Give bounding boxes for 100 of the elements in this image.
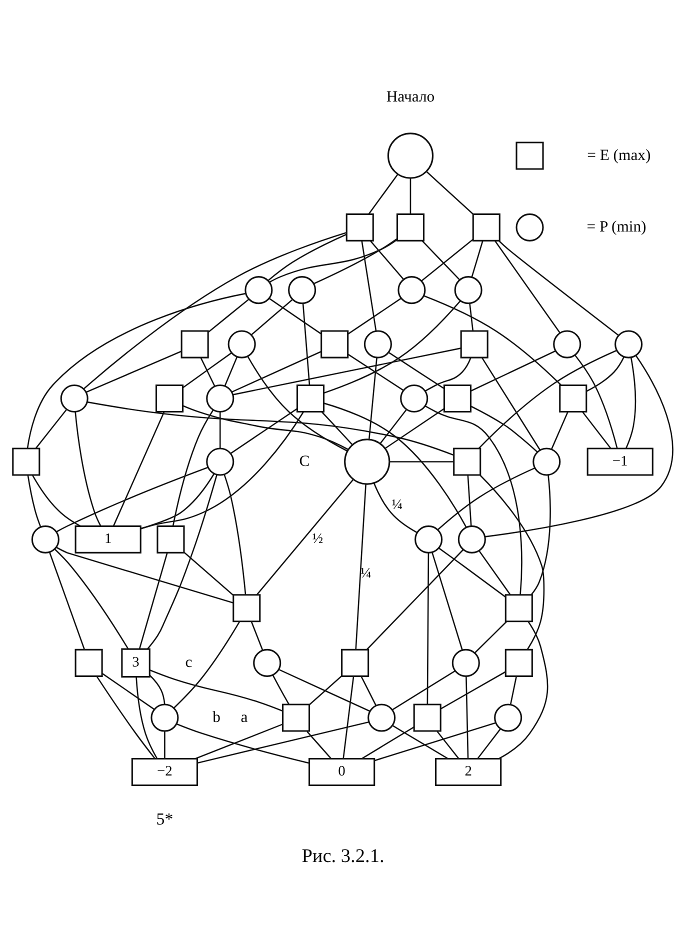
connector	[321, 412, 353, 446]
connector	[219, 412, 221, 448]
connector	[426, 171, 474, 214]
connector	[268, 298, 322, 334]
edge-label: ½	[312, 531, 324, 548]
node-box	[12, 448, 40, 476]
connector	[625, 358, 636, 449]
node-circle	[31, 525, 60, 554]
node-circle	[288, 276, 316, 304]
node-box	[559, 384, 588, 413]
connector	[56, 466, 208, 532]
connector	[438, 548, 506, 598]
connector	[586, 356, 624, 392]
node-circle	[516, 213, 544, 242]
connector	[182, 352, 232, 388]
connector	[208, 298, 250, 332]
node-box	[443, 384, 472, 413]
connector	[172, 410, 214, 526]
connector	[26, 292, 246, 448]
edge-label: ¼	[392, 496, 403, 513]
connector	[184, 552, 234, 596]
connector	[485, 355, 674, 538]
node-box: 0	[308, 758, 376, 786]
connector	[309, 676, 342, 705]
caption: Рис. 3.2.1.	[302, 846, 384, 868]
connector	[136, 677, 158, 759]
node-circle	[228, 330, 256, 358]
connector	[361, 240, 377, 332]
connector	[140, 473, 215, 530]
connector	[200, 358, 216, 387]
connector	[86, 350, 182, 393]
connector	[173, 621, 240, 709]
node-circle	[253, 648, 282, 677]
connector	[164, 732, 166, 759]
node-box	[296, 384, 325, 413]
connector	[437, 467, 536, 530]
connector	[278, 668, 370, 712]
connector	[197, 721, 370, 764]
connector	[360, 676, 377, 706]
connector	[392, 670, 456, 710]
connector	[440, 671, 506, 710]
node-box: 1	[74, 525, 142, 554]
node-box	[346, 213, 374, 242]
node-label: c	[185, 654, 192, 672]
node-circle	[344, 438, 390, 485]
connector	[470, 350, 556, 392]
node-box	[341, 648, 370, 677]
connector	[421, 238, 474, 282]
connector	[478, 550, 511, 595]
node-box: 2	[435, 758, 502, 786]
connector	[471, 240, 484, 278]
connector	[424, 405, 522, 595]
node-box	[74, 648, 103, 677]
connector	[324, 402, 467, 528]
node-circle	[368, 704, 396, 732]
node-circle	[60, 384, 88, 413]
connector	[314, 238, 398, 284]
node-circle	[454, 276, 482, 304]
node-box	[320, 330, 349, 358]
connector	[422, 240, 460, 280]
node-circle	[364, 330, 392, 358]
connector	[384, 408, 444, 449]
legend-label: = P (min)	[586, 218, 646, 236]
connector	[510, 676, 518, 705]
node-label: a	[240, 708, 248, 726]
connector	[480, 474, 545, 650]
connector	[466, 676, 469, 759]
node-circle	[244, 276, 273, 304]
connector	[410, 178, 412, 214]
connector	[176, 723, 309, 764]
node-box	[156, 525, 185, 554]
connector	[54, 548, 129, 650]
connector	[348, 354, 404, 391]
connector	[230, 408, 298, 454]
connector	[102, 672, 155, 710]
node-circle	[614, 330, 643, 358]
connector	[87, 401, 454, 456]
node-box	[155, 384, 184, 413]
node-box: −1	[586, 448, 654, 476]
connector	[388, 352, 444, 389]
node-circle	[400, 384, 428, 413]
node-label: b	[212, 708, 220, 726]
connector	[368, 358, 378, 440]
connector	[390, 461, 454, 462]
connector	[370, 240, 404, 280]
node-circle	[452, 648, 480, 677]
connector	[361, 726, 414, 760]
node-box	[472, 213, 500, 242]
label: 5*	[156, 810, 174, 829]
connector	[268, 234, 347, 281]
connector	[140, 412, 304, 530]
connector	[83, 232, 347, 390]
legend-label: = E (max)	[587, 146, 651, 164]
connector	[551, 412, 568, 450]
connector	[27, 474, 42, 528]
connector	[574, 354, 618, 449]
node-box	[504, 648, 533, 677]
connector	[426, 552, 430, 704]
connector	[182, 405, 348, 450]
connector	[250, 621, 264, 651]
